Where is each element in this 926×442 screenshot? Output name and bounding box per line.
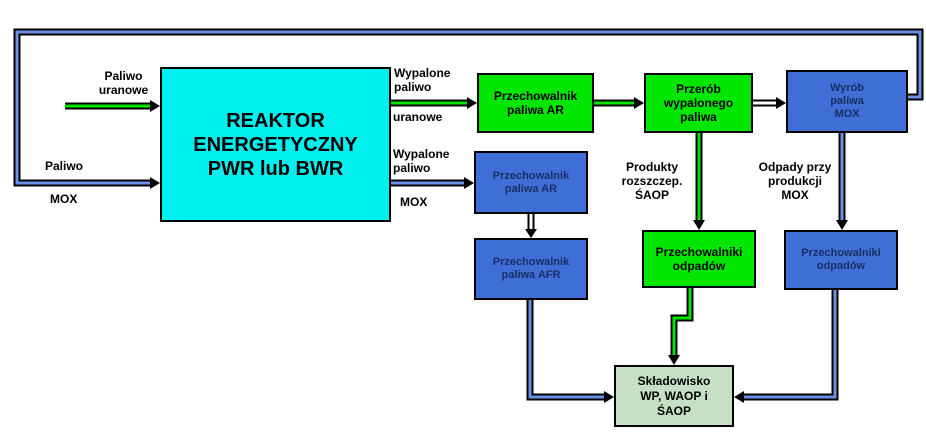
storage-ar-mox-label: Przechowalnik paliwa AR: [492, 169, 570, 195]
mox-fuel-mox-label: MOX: [50, 192, 78, 206]
reactor-label: REAKTOR ENERGETYCZNY PWR lub BWR: [193, 109, 358, 180]
storage-afr-label: Przechowalnik paliwa AFR: [492, 256, 570, 281]
fission-products-label: Produkty rozszczep. ŚAOP: [621, 160, 683, 202]
mox-production-box: Wyrób paliwa MOX: [786, 70, 908, 133]
afr-to-repository-arrow: [526, 300, 614, 403]
waste-storage-green-box: Przechowalniki odpadów: [642, 230, 756, 288]
waste-storage-green-label: Przechowalniki odpadów: [655, 245, 743, 273]
reprocessing-label: Przerób wypalonego paliwa: [663, 82, 734, 124]
mox-waste-arrow: [836, 133, 848, 230]
ar-to-afr-arrow: [525, 214, 537, 238]
uranium-fuel-label: Paliwo uranowe: [98, 69, 149, 97]
waste-storage-blue-label: Przechowalniki odpadów: [801, 247, 881, 272]
spent-uranium-arrow: [391, 97, 477, 109]
spent-mox-bottom-label: MOX: [400, 195, 428, 209]
repository-label: Składowisko WP, WAOP i ŚAOP: [637, 373, 711, 418]
reactor-box: REAKTOR ENERGETYCZNY PWR lub BWR: [160, 67, 391, 222]
spent-uranium-label: Wypalone paliwo: [394, 66, 451, 94]
mox-return-loop: [13, 28, 924, 187]
ar-to-reprocessing-arrow: [594, 97, 644, 109]
storage-afr-box: Przechowalnik paliwa AFR: [474, 238, 588, 300]
reprocessing-to-mox-arrow: [753, 97, 786, 109]
fission-products-arrow: [693, 133, 705, 230]
storage-ar-box: Przechowalnik paliwa AR: [477, 73, 594, 133]
mox-waste-label: Odpady przy produkcji MOX: [758, 160, 832, 202]
spent-uranium-bottom-label: uranowe: [393, 110, 443, 124]
spent-mox-label: Wypalone paliwo: [393, 147, 450, 175]
mox-fuel-paliwo-label: Paliwo: [45, 159, 84, 173]
uranium-fuel-arrow: [65, 100, 160, 112]
spent-mox-arrow: [391, 177, 474, 189]
storage-ar-label: Przechowalnik paliwa AR: [493, 89, 578, 117]
reprocessing-box: Przerób wypalonego paliwa: [644, 73, 753, 133]
blue-waste-to-repository-arrow: [734, 290, 839, 403]
storage-ar-mox-box: Przechowalnik paliwa AR: [474, 151, 588, 214]
mox-fuel-arrowhead: [150, 177, 160, 189]
repository-box: Składowisko WP, WAOP i ŚAOP: [614, 365, 734, 427]
mox-production-label: Wyrób paliwa MOX: [829, 82, 865, 120]
green-waste-to-repository-arrow: [668, 288, 694, 365]
waste-storage-blue-box: Przechowalniki odpadów: [784, 230, 898, 290]
